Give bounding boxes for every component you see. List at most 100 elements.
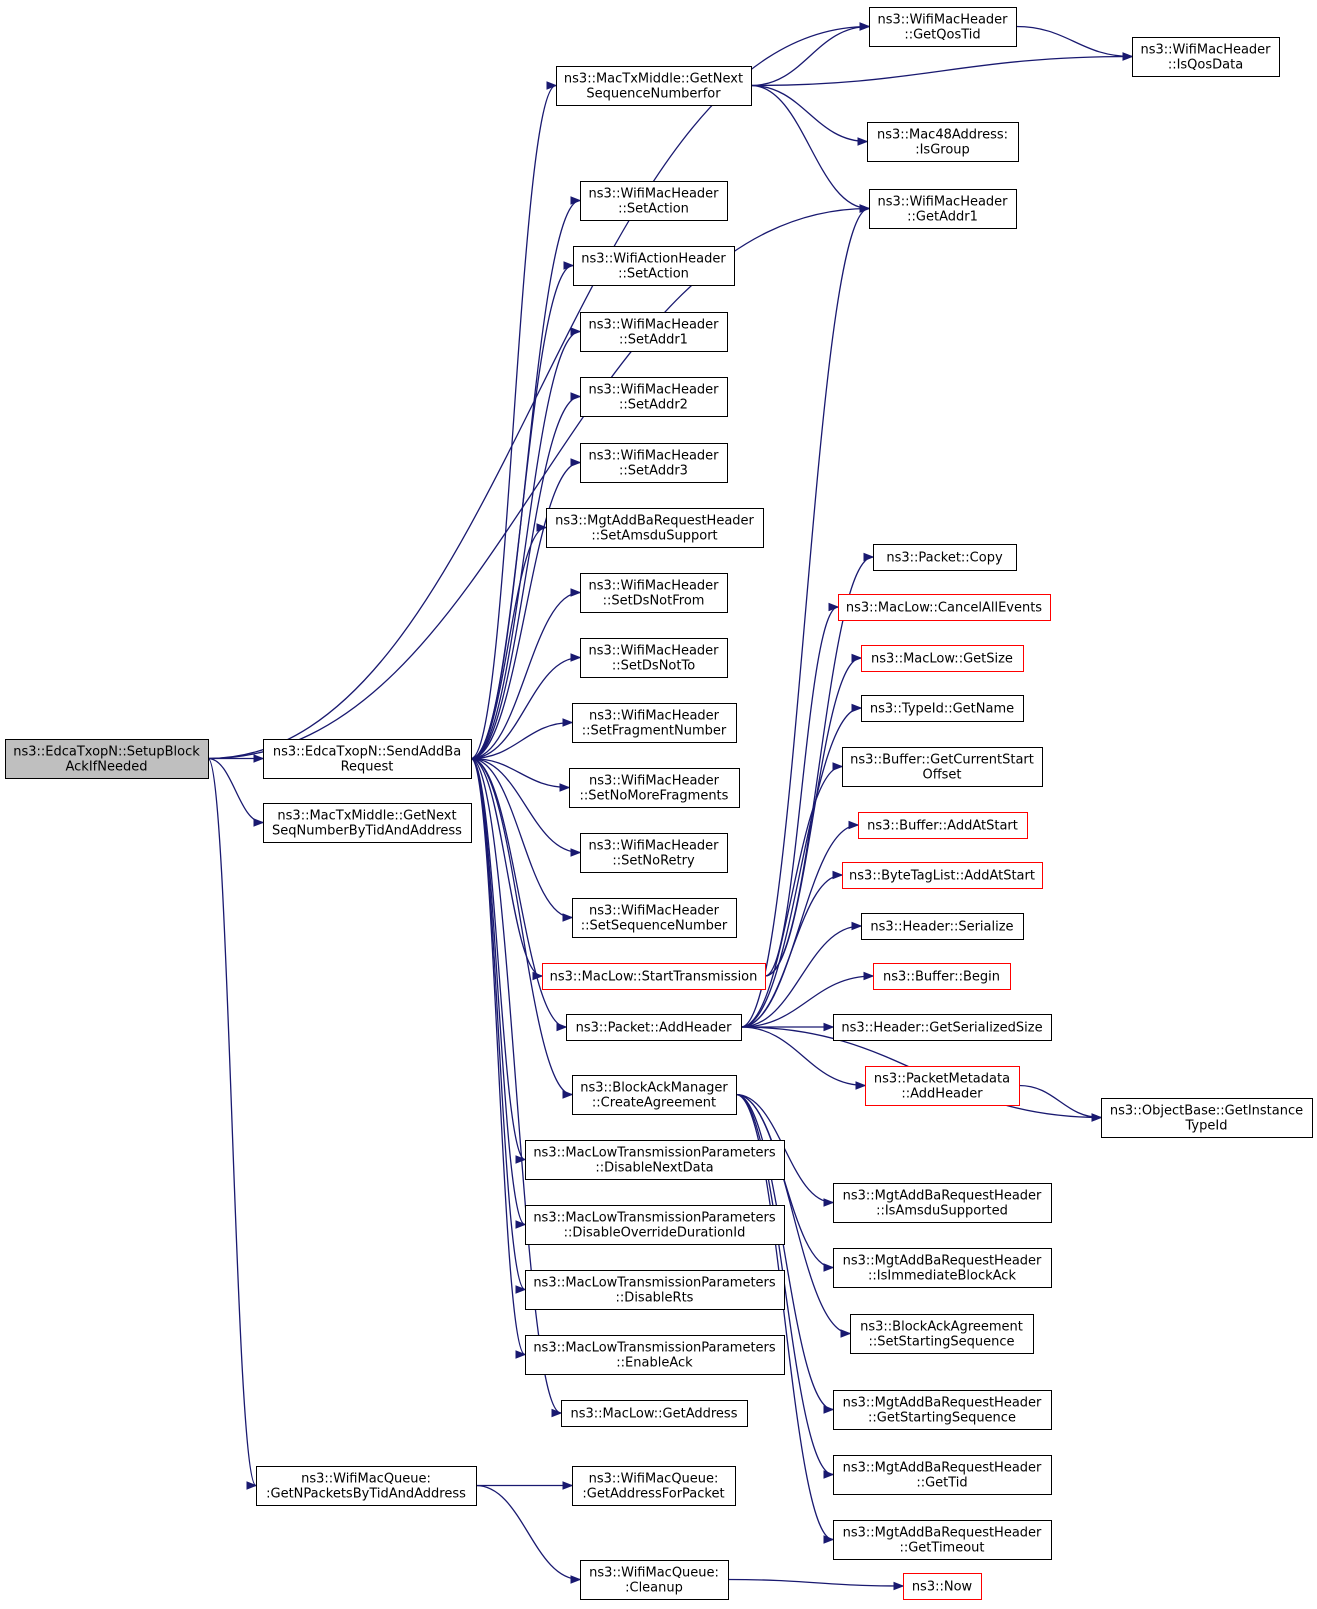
node-label: ::GetTid <box>916 1476 967 1491</box>
node-set-addr1[interactable]: ns3::WifiMacHeader::SetAddr1 <box>580 312 728 352</box>
node-is-qos-data[interactable]: ns3::WifiMacHeader::IsQosData <box>1132 37 1280 77</box>
node-is-amsdu-supp[interactable]: ns3::MgtAddBaRequestHeader::IsAmsduSuppo… <box>833 1183 1052 1223</box>
edge-get-npackets-to-cleanup <box>475 1484 581 1581</box>
node-enable-ack[interactable]: ns3::MacLowTransmissionParameters::Enabl… <box>525 1335 785 1375</box>
node-get-tid[interactable]: ns3::MgtAddBaRequestHeader::GetTid <box>833 1455 1052 1495</box>
node-box <box>833 1014 1052 1041</box>
node-pm-add-header[interactable]: ns3::PacketMetadata::AddHeader <box>865 1066 1020 1106</box>
node-disable-next-data[interactable]: ns3::MacLowTransmissionParameters::Disab… <box>525 1140 785 1180</box>
node-buf-add-at-start[interactable]: ns3::Buffer::AddAtStart <box>858 812 1028 839</box>
node-label: ::SetNoRetry <box>612 854 695 869</box>
node-add-header[interactable]: ns3::Packet::AddHeader <box>566 1014 742 1041</box>
node-box <box>525 1335 785 1375</box>
node-now[interactable]: ns3::Now <box>903 1573 982 1600</box>
node-set-action-act[interactable]: ns3::WifiActionHeader::SetAction <box>573 246 735 286</box>
node-label: ns3::WifiMacHeader <box>588 839 719 854</box>
node-box <box>256 1466 477 1506</box>
node-get-size[interactable]: ns3::MacLow::GetSize <box>861 645 1024 672</box>
node-create-agreement[interactable]: ns3::BlockAckManager::CreateAgreement <box>572 1075 737 1115</box>
node-start-tx[interactable]: ns3::MacLow::StartTransmission <box>542 963 766 990</box>
node-label: ns3::TypeId::GetName <box>870 702 1014 717</box>
node-label: ::GetTimeout <box>899 1541 984 1556</box>
node-get-next-seq-for[interactable]: ns3::MacTxMiddle::GetNextSequenceNumberf… <box>556 66 752 106</box>
node-set-start-seq[interactable]: ns3::BlockAckAgreement::SetStartingSeque… <box>850 1314 1034 1354</box>
node-label: ::SetAmsduSupport <box>591 529 717 544</box>
arrowhead <box>823 1470 835 1479</box>
node-set-amsdu[interactable]: ns3::MgtAddBaRequestHeader::SetAmsduSupp… <box>546 508 764 548</box>
node-get-name[interactable]: ns3::TypeId::GetName <box>861 695 1024 722</box>
node-is-imm-block-ack[interactable]: ns3::MgtAddBaRequestHeader::IsImmediateB… <box>833 1248 1052 1288</box>
node-set-frag-num[interactable]: ns3::WifiMacHeader::SetFragmentNumber <box>572 703 737 743</box>
arrowhead <box>515 1155 527 1164</box>
node-label: ::IsAmsduSupported <box>876 1204 1008 1219</box>
edge-send-add-ba-to-get-next-seq-for <box>470 84 557 760</box>
arrowhead <box>515 1350 527 1359</box>
node-copy[interactable]: ns3::Packet::Copy <box>873 544 1017 571</box>
edge-get-next-seq-for-to-is-qos-data <box>750 55 1133 87</box>
arrowhead <box>863 552 875 562</box>
node-set-no-retry[interactable]: ns3::WifiMacHeader::SetNoRetry <box>580 833 728 873</box>
node-disable-override[interactable]: ns3::MacLowTransmissionParameters::Disab… <box>525 1205 785 1245</box>
node-set-action-mac[interactable]: ns3::WifiMacHeader::SetAction <box>580 181 728 221</box>
node-set-addr3[interactable]: ns3::WifiMacHeader::SetAddr3 <box>580 443 728 483</box>
node-get-ser-size[interactable]: ns3::Header::GetSerializedSize <box>833 1014 1052 1041</box>
node-box <box>833 1248 1052 1288</box>
arrowhead <box>546 81 558 90</box>
node-get-qos-tid[interactable]: ns3::WifiMacHeader::GetQosTid <box>869 7 1017 47</box>
node-get-addr-for-packet[interactable]: ns3::WifiMacQueue::GetAddressForPacket <box>572 1466 736 1506</box>
node-set-ds-not-to[interactable]: ns3::WifiMacHeader::SetDsNotTo <box>580 638 728 678</box>
node-is-group[interactable]: ns3::Mac48Address::IsGroup <box>867 122 1019 162</box>
node-btl-add-at-start[interactable]: ns3::ByteTagList::AddAtStart <box>842 862 1043 889</box>
node-set-ds-not-from[interactable]: ns3::WifiMacHeader::SetDsNotFrom <box>580 573 728 613</box>
node-set-addr2[interactable]: ns3::WifiMacHeader::SetAddr2 <box>580 377 728 417</box>
edge-create-agreement-to-set-start-seq <box>735 1093 851 1335</box>
arrowhead <box>570 392 582 401</box>
edge-send-add-ba-to-set-amsdu <box>470 526 547 760</box>
arrowhead <box>253 754 265 763</box>
node-box <box>842 862 1043 889</box>
node-get-addr1[interactable]: ns3::WifiMacHeader::GetAddr1 <box>869 189 1017 229</box>
edge-get-next-seq-for-to-is-group <box>750 84 868 143</box>
node-cleanup[interactable]: ns3::WifiMacQueue::Cleanup <box>580 1560 729 1600</box>
node-box <box>263 739 472 779</box>
node-label: TypeId <box>1185 1119 1228 1134</box>
edge-send-add-ba-to-start-tx <box>470 757 543 977</box>
node-get-next-seq-tid[interactable]: ns3::MacTxMiddle::GetNextSeqNumberByTidA… <box>263 803 472 843</box>
node-label: ns3::WifiMacQueue: <box>589 1566 719 1581</box>
node-serialize[interactable]: ns3::Header::Serialize <box>861 913 1024 940</box>
node-label: ns3::MacLowTransmissionParameters <box>533 1211 776 1226</box>
node-label: ns3::MacTxMiddle::GetNext <box>277 809 456 824</box>
node-box <box>572 898 737 938</box>
node-set-no-more-frag[interactable]: ns3::WifiMacHeader::SetNoMoreFragments <box>569 768 740 808</box>
node-label: ns3::Packet::Copy <box>886 551 1003 566</box>
node-begin[interactable]: ns3::Buffer::Begin <box>873 963 1011 990</box>
node-label: ::IsImmediateBlockAck <box>868 1269 1016 1284</box>
node-label: ::SetAction <box>618 267 689 282</box>
node-get-timeout[interactable]: ns3::MgtAddBaRequestHeader::GetTimeout <box>833 1520 1052 1560</box>
node-label: ::SetAddr3 <box>619 464 688 479</box>
node-label: ns3::WifiMacHeader <box>588 579 719 594</box>
arrowhead <box>551 1408 563 1418</box>
node-label: ns3::WifiActionHeader <box>581 252 726 267</box>
node-label: ::SetDsNotFrom <box>603 594 705 609</box>
arrowhead <box>851 921 863 931</box>
node-set-seq-num[interactable]: ns3::WifiMacHeader::SetSequenceNumber <box>572 898 737 938</box>
node-label: ns3::WifiMacHeader <box>588 449 719 464</box>
node-label: ns3::WifiMacHeader <box>588 318 719 333</box>
edge-send-add-ba-to-set-seq-num <box>470 757 573 919</box>
node-label: ns3::WifiMacHeader <box>589 709 720 724</box>
node-get-address[interactable]: ns3::MacLow::GetAddress <box>561 1400 748 1427</box>
node-label: ::SetAddr1 <box>619 333 688 348</box>
edge-add-header-to-btl-add-at-start <box>740 874 843 1028</box>
node-get-start-seq[interactable]: ns3::MgtAddBaRequestHeader::GetStartingS… <box>833 1390 1052 1430</box>
node-get-npackets[interactable]: ns3::WifiMacQueue::GetNPacketsByTidAndAd… <box>256 1466 477 1506</box>
arrowhead <box>851 703 863 713</box>
arrowhead <box>570 1575 582 1584</box>
node-cancel-all[interactable]: ns3::MacLow::CancelAllEvents <box>838 594 1051 621</box>
node-disable-rts[interactable]: ns3::MacLowTransmissionParameters::Disab… <box>525 1270 785 1310</box>
